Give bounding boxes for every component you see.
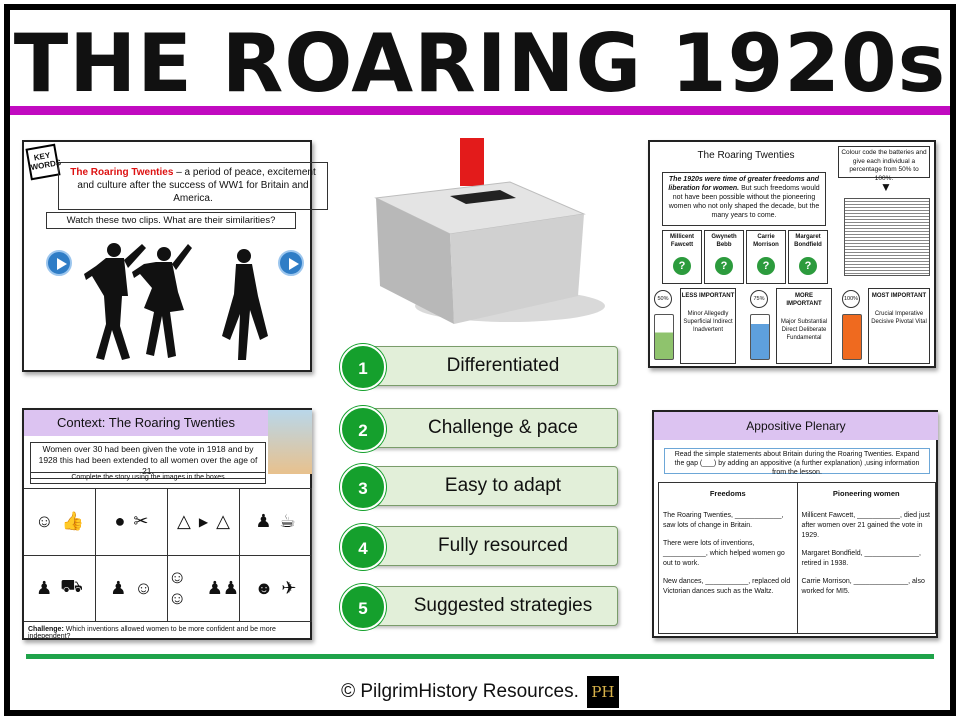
- person-icon: ♟: [255, 511, 272, 532]
- story-cell: ●✂: [96, 489, 168, 556]
- person-icon: ♟: [36, 577, 53, 598]
- footer-divider: [26, 654, 934, 659]
- plenary-heading: Appositive Plenary: [654, 412, 938, 440]
- key-words-badge: KEY WORDS: [25, 143, 62, 181]
- faces-icon: ☺☺: [168, 567, 187, 609]
- car-icon: ⛟: [60, 576, 83, 597]
- feature-number: 4: [340, 524, 386, 570]
- story-cell: ♟⛟: [24, 555, 96, 622]
- battery-icon: [750, 314, 770, 360]
- plenary-instruction: Read the simple statements about Britain…: [664, 448, 930, 476]
- column-title: Pioneering women: [832, 489, 900, 498]
- story-grid: ☺👍 ●✂ △▶△ ♟☕ ♟⛟ ♟☺ ☺☺♟♟ ☻✈: [24, 488, 312, 622]
- challenge-text: Challenge: Which inventions allowed wome…: [28, 626, 276, 640]
- definition-text: – a period of peace, excitement and cult…: [77, 167, 316, 204]
- feature-number: 2: [340, 406, 386, 452]
- question-icon: ?: [757, 257, 775, 275]
- story-cell: ☺☺ ♟♟: [168, 555, 240, 622]
- arrow-right-icon: ▶: [198, 514, 209, 529]
- story-cell: ♟☺: [96, 555, 168, 622]
- people-icon: ♟♟: [206, 577, 239, 598]
- feature-item: Suggested strategies 5: [340, 584, 622, 630]
- thumbs-up-icon: 👍: [61, 511, 84, 532]
- feature-label: Differentiated: [446, 355, 560, 376]
- story-cell: ♟☕: [240, 489, 312, 556]
- complete-story-prompt: Complete the story using the images in t…: [30, 472, 266, 484]
- head-icon: ●: [114, 511, 126, 532]
- footer: © PilgrimHistory Resources. PH: [0, 676, 960, 708]
- batteries-heading: The Roaring Twenties: [697, 150, 795, 161]
- story-cell: ☺👍: [24, 489, 96, 556]
- batteries-card: The Roaring Twenties The 1920s were time…: [648, 140, 936, 368]
- arrow-down-icon: ▼: [880, 180, 892, 194]
- name-cell: Gwyneth Bebb?: [704, 230, 744, 284]
- dancers-illustration: [84, 243, 268, 360]
- copyright-text: © PilgrimHistory Resources.: [341, 681, 579, 703]
- feature-item: Easy to adapt 3: [340, 464, 622, 510]
- face-icon: ☺: [35, 511, 54, 532]
- feature-item: Fully resourced 4: [340, 524, 622, 570]
- percent-badge: 50%: [654, 290, 672, 308]
- context-text: Women over 30 had been given the vote in…: [30, 442, 266, 479]
- document-image: [844, 198, 930, 276]
- feature-label: Easy to adapt: [444, 475, 562, 496]
- name-cell: Margaret Bondfield?: [788, 230, 828, 284]
- feature-number: 3: [340, 464, 386, 510]
- feature-item: Differentiated 1: [340, 344, 622, 390]
- feature-label: Challenge & pace: [428, 417, 578, 438]
- drink-icon: ☕: [279, 511, 296, 532]
- colour-code-note: Colour code the batteries and give each …: [838, 146, 930, 182]
- play-icon[interactable]: [46, 250, 72, 276]
- percent-badge: 75%: [750, 290, 768, 308]
- story-cell: △ ▶ △: [168, 489, 240, 556]
- play-icon[interactable]: [278, 250, 304, 276]
- key-words-card: KEY WORDS The Roaring Twenties – a perio…: [22, 140, 328, 372]
- clip-prompt: Watch these two clips. What are their si…: [46, 212, 296, 229]
- person-icon: ♟: [110, 577, 127, 598]
- feature-label: Suggested strategies: [413, 595, 593, 616]
- context-heading: Context: The Roaring Twenties: [24, 410, 268, 436]
- scissors-icon: ✂: [133, 511, 149, 532]
- pioneering-women-column: Pioneering women Millicent Fawcett, ____…: [801, 489, 930, 595]
- plenary-columns: Freedoms The Roaring Twenties, _________…: [658, 482, 936, 634]
- names-row: Millicent Fawcett? Gwyneth Bebb? Carrie …: [662, 230, 828, 284]
- definition-term: The Roaring Twenties: [70, 167, 174, 178]
- percent-badge: 100%: [842, 290, 860, 308]
- baby-icon: ☺: [134, 577, 153, 598]
- feature-number: 1: [340, 344, 386, 390]
- plenary-card: Appositive Plenary Read the simple state…: [652, 410, 938, 638]
- battery-icon: [842, 314, 862, 360]
- intro-box: The 1920s were time of greater freedoms …: [662, 172, 826, 226]
- name-cell: Millicent Fawcett?: [662, 230, 702, 284]
- feature-item: Challenge & pace 2: [340, 406, 622, 452]
- ballot-box-illustration: [374, 138, 605, 324]
- question-icon: ?: [673, 257, 691, 275]
- question-icon: ?: [799, 257, 817, 275]
- feature-label: Fully resourced: [438, 535, 568, 556]
- context-card: Context: The Roaring Twenties Women over…: [22, 408, 312, 640]
- vintage-photo: [268, 410, 312, 474]
- battery-icon: [654, 314, 674, 360]
- column-title: Freedoms: [709, 489, 746, 498]
- question-icon: ?: [715, 257, 733, 275]
- feature-number: 5: [340, 584, 386, 630]
- title-underline: [10, 106, 950, 115]
- freedoms-column: Freedoms The Roaring Twenties, _________…: [659, 483, 798, 633]
- woman-icon: ☻: [254, 577, 274, 598]
- ph-logo: PH: [586, 676, 619, 708]
- dress-icon: △: [216, 511, 230, 532]
- page-title: THE ROARING 1920s: [13, 17, 947, 110]
- definition-box: The Roaring Twenties – a period of peace…: [58, 162, 328, 210]
- name-cell: Carrie Morrison?: [746, 230, 786, 284]
- dress-icon: △: [177, 511, 191, 532]
- plane-icon: ✈: [281, 577, 297, 598]
- story-cell: ☻✈: [240, 555, 312, 622]
